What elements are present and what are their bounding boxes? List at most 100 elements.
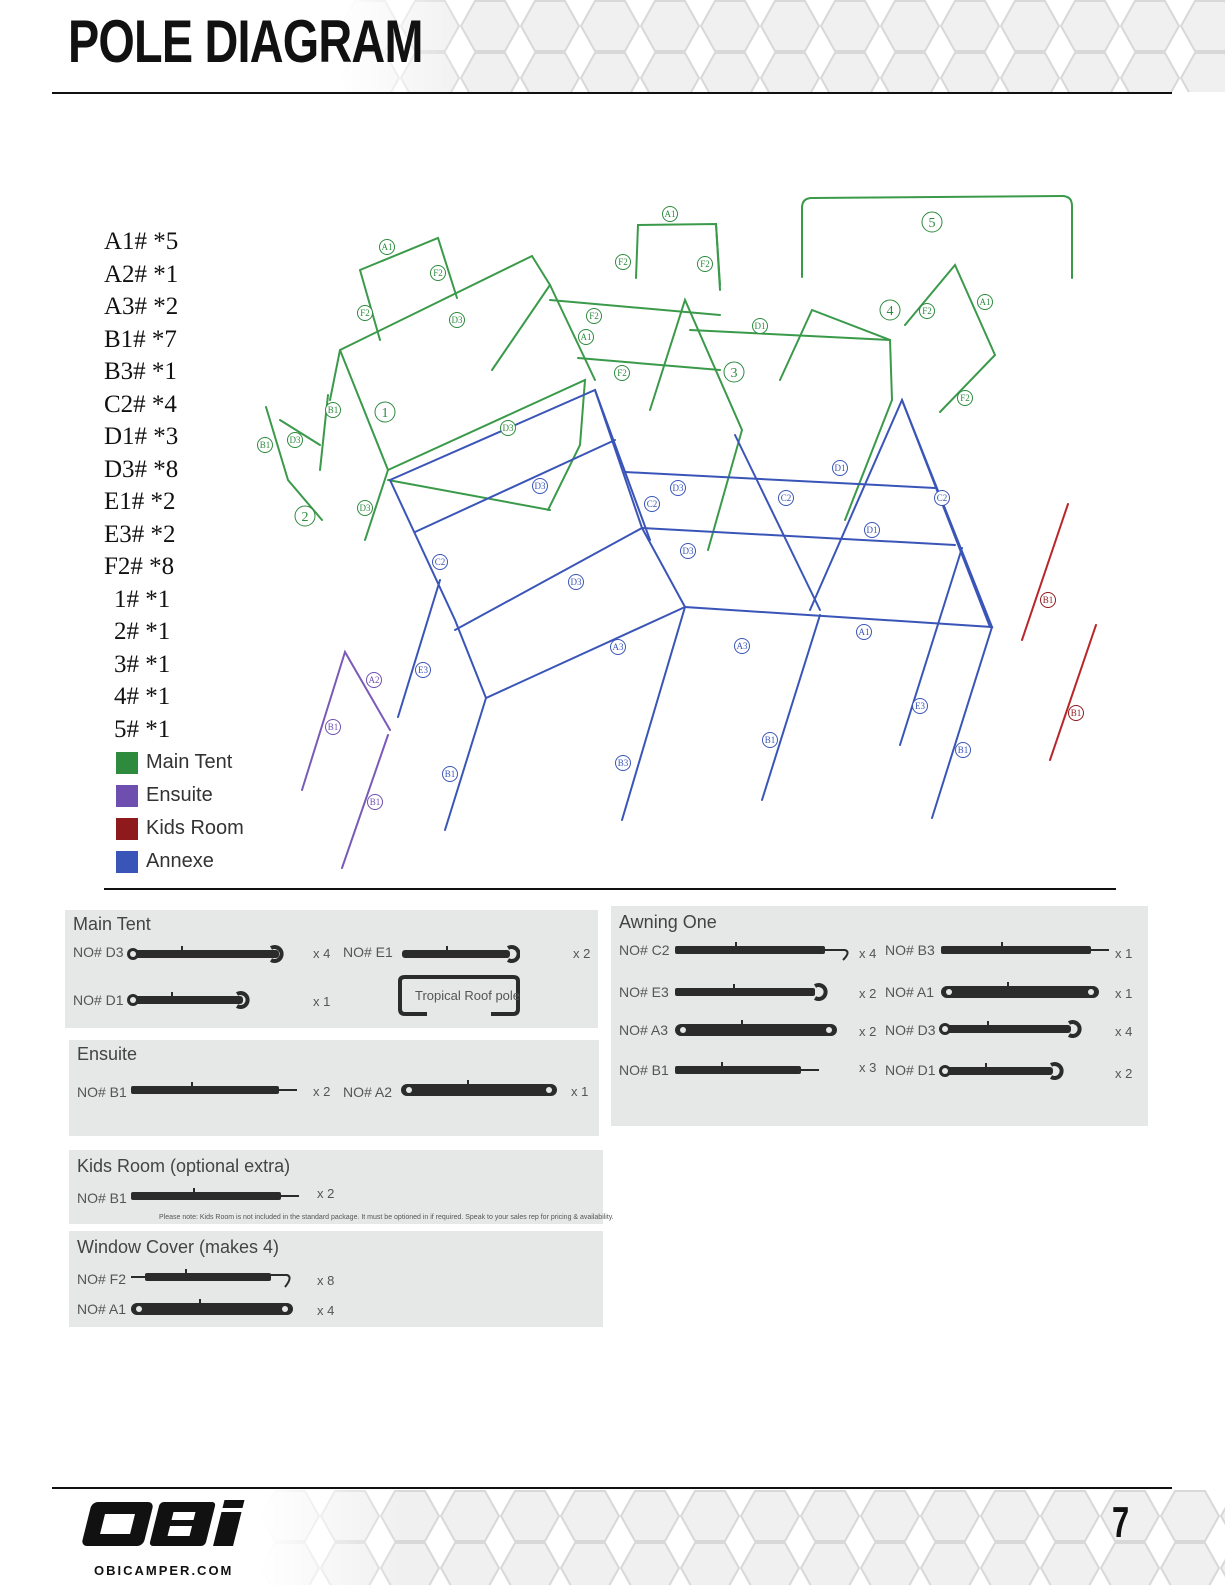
part-label: NO# D3: [73, 944, 124, 960]
svg-text:A2: A2: [369, 675, 380, 685]
pole-b3-icon: [941, 942, 1109, 954]
diagram-label-blue: C2: [432, 554, 448, 570]
svg-text:C2: C2: [435, 557, 446, 567]
count-item: E3# *2: [104, 520, 176, 548]
legend-item-annexe: Annexe: [116, 845, 244, 878]
pole-c2-icon: [675, 942, 849, 961]
pole-b1-icon: [131, 1082, 297, 1094]
svg-text:F2: F2: [433, 268, 443, 278]
part-qty: x 2: [1115, 1066, 1133, 1081]
part-label: NO# E1: [343, 944, 393, 960]
count-item: A3# *2: [104, 293, 179, 320]
legend-label: Kids Room: [146, 817, 244, 839]
pole-d3-icon: [127, 945, 284, 963]
tropical-roof-label: Tropical Roof pole: [415, 988, 521, 1003]
pole-f2-icon: [131, 1269, 291, 1288]
diagram-label-green: D3: [500, 420, 516, 436]
count-item: 3# *1: [114, 650, 171, 678]
svg-text:C2: C2: [647, 499, 658, 509]
legend-label: Main Tent: [146, 751, 233, 773]
pole-e3-icon: [675, 983, 828, 1001]
diagram-label-blue: D3: [670, 480, 686, 496]
svg-text:F2: F2: [360, 308, 370, 318]
part-qty: x 2: [313, 1084, 331, 1099]
section-divider: [104, 888, 1116, 890]
window-cover-title: Window Cover (makes 4): [77, 1237, 280, 1257]
svg-text:F2: F2: [589, 311, 599, 321]
legend-swatch: [116, 784, 138, 807]
diagram-label-blue: E3: [415, 662, 431, 678]
diagram-label-blue: D3: [680, 543, 696, 559]
diagram-label-blue: D1: [832, 460, 848, 476]
svg-text:4: 4: [887, 304, 894, 319]
part-label: NO# B1: [77, 1190, 127, 1206]
part-label: NO# A3: [619, 1022, 669, 1038]
svg-text:D1: D1: [835, 463, 846, 473]
diagram-label-green: F2: [919, 303, 935, 319]
part-label: NO# D3: [885, 1022, 936, 1038]
count-item: D3# *8: [104, 455, 179, 483]
ensuite-title: Ensuite: [77, 1044, 138, 1064]
part-qty: x 4: [313, 946, 331, 961]
pole-a1-icon: [941, 982, 1099, 998]
svg-text:C2: C2: [781, 493, 792, 503]
diagram-label-purple: B1: [325, 719, 341, 735]
pole-b1-icon: [131, 1188, 299, 1200]
count-item: B3# *1: [104, 358, 177, 385]
part-label: NO# C2: [619, 942, 670, 958]
part-qty: x 4: [317, 1303, 335, 1318]
svg-text:D3: D3: [571, 577, 582, 587]
page-title: POLE DIAGRAM: [68, 8, 423, 75]
diagram-label-green: D3: [287, 432, 303, 448]
part-qty: x 2: [573, 946, 591, 961]
part-label: NO# A2: [343, 1084, 393, 1100]
svg-text:D3: D3: [290, 435, 301, 445]
svg-text:A3: A3: [737, 641, 748, 651]
part-label: NO# D1: [885, 1062, 936, 1078]
pole-d1-icon: [127, 991, 250, 1009]
count-item: F2# *8: [104, 553, 175, 580]
svg-text:B1: B1: [958, 745, 969, 755]
diagram-label-blue: B1: [762, 732, 778, 748]
svg-text:F2: F2: [960, 393, 970, 403]
svg-text:F2: F2: [922, 306, 932, 316]
diagram-label-green: F2: [586, 308, 602, 324]
hexagon-pattern-top: [340, 0, 1225, 92]
count-item: E1# *2: [104, 488, 176, 515]
part-label: NO# B1: [77, 1084, 127, 1100]
awning-one-title: Awning One: [619, 912, 717, 932]
bottom-rule: [52, 1487, 1172, 1489]
svg-text:F2: F2: [618, 257, 628, 267]
diagram-label-blue: A3: [734, 638, 750, 654]
diagram-label-green: F2: [357, 305, 373, 321]
count-item: 5# *1: [114, 715, 171, 743]
diagram-label-green: 4: [879, 299, 901, 321]
diagram-label-green: F2: [430, 265, 446, 281]
kids-room-title: Kids Room (optional extra): [77, 1156, 291, 1176]
svg-text:E3: E3: [915, 701, 925, 711]
diagram-label-blue: A3: [610, 639, 626, 655]
part-qty: x 4: [1115, 1024, 1133, 1039]
diagram-label-blue: D1: [864, 522, 880, 538]
kids-room-panel: Kids Room (optional extra) NO# B1 x 2 Pl…: [69, 1150, 614, 1224]
pole-d1-icon: [939, 1062, 1064, 1080]
diagram-label-blue: C2: [934, 490, 950, 506]
svg-text:D3: D3: [535, 481, 546, 491]
svg-text:B3: B3: [618, 758, 629, 768]
diagram-label-green: B1: [257, 437, 273, 453]
svg-text:A1: A1: [382, 242, 393, 252]
part-label: NO# F2: [77, 1271, 127, 1287]
svg-text:D3: D3: [683, 546, 694, 556]
legend-label: Ensuite: [146, 784, 213, 806]
svg-text:E3: E3: [418, 665, 428, 675]
diagram-label-purple: B1: [367, 794, 383, 810]
svg-text:B1: B1: [328, 405, 339, 415]
diagram-label-green: F2: [957, 390, 973, 406]
ensuite-panel: Ensuite NO# B1 x 2 NO# A2 x 1: [69, 1040, 599, 1136]
svg-text:5: 5: [929, 216, 936, 231]
main-tent-panel: Main Tent NO# D3 x 4 NO# E1 x 2 NO# D1 x…: [65, 910, 598, 1028]
pole-a3-icon: [675, 1020, 837, 1036]
diagram-label-green: B1: [325, 402, 341, 418]
diagram-label-green: F2: [614, 365, 630, 381]
